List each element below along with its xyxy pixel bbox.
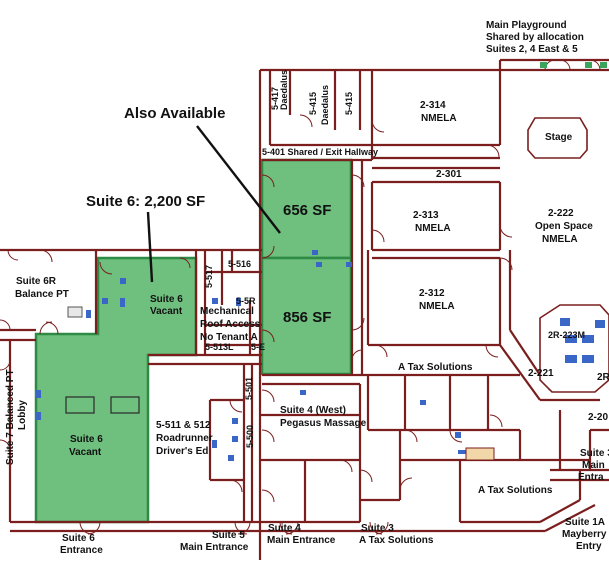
a-tax-label-1: A Tax Solutions <box>398 362 473 373</box>
mech-line2: Roof Access <box>200 319 261 330</box>
nmela-label-1: NMELA <box>421 113 457 124</box>
suite6-entrance-line2: Entrance <box>60 545 103 556</box>
daedalus-label-2: Daedalus <box>320 85 330 125</box>
main-playground-line1: Main Playground <box>486 20 567 31</box>
suite5-line1: Suite 5 <box>212 530 245 541</box>
suite4-west-line1: Suite 4 (West) <box>280 405 346 416</box>
labels: Main Playground Shared by allocation Sui… <box>5 20 609 556</box>
doors <box>0 59 601 535</box>
suite1a-line1: Suite 1A <box>565 517 605 528</box>
suite6-pointer <box>146 211 154 283</box>
room-2312-label: 2-312 <box>419 288 445 299</box>
main-playground-line2: Shared by allocation <box>486 32 584 43</box>
suite3-main-line1: Suite 3 <box>580 448 609 459</box>
suite1a-line2: Mayberry <box>562 529 607 540</box>
desk <box>65 396 95 414</box>
also-available-label: Also Available <box>124 105 225 122</box>
suite7-line1: Suite 7 Balanced PT <box>5 369 16 465</box>
sink-counter <box>67 306 83 318</box>
mech-line3: No Tenant A <box>200 332 258 343</box>
walls <box>0 58 609 560</box>
room-5sr-label: 5-5R <box>236 296 256 306</box>
area-856-block[interactable] <box>260 256 353 376</box>
suite3-main-line2: Main <box>582 460 605 471</box>
suite6-vacant-top-line1: Suite 6 <box>150 294 183 305</box>
room-2222-label: 2-222 <box>548 208 574 219</box>
suite3-main-line3: Entra <box>578 472 604 483</box>
room-5417-label: 5-417 <box>270 87 280 110</box>
desk <box>110 396 140 414</box>
also-available-pointer <box>196 125 281 234</box>
suite5-line2: Main Entrance <box>180 542 249 553</box>
nmela-label-3: NMELA <box>542 234 578 245</box>
room-2r223m-label: 2R-223M <box>548 330 585 340</box>
room-5415b-label: 5-415 <box>344 92 354 115</box>
room-5511-line2: Roadrunner <box>156 433 213 444</box>
room-5511-line1: 5-511 & 512 <box>156 420 211 431</box>
room-5501-label: 5-501 <box>244 377 254 400</box>
area-656-label: 656 SF <box>283 202 331 219</box>
main-playground-line3: Suites 2, 4 East & 5 <box>486 44 578 55</box>
area-856-label: 856 SF <box>283 309 331 326</box>
suite6-callout-label: Suite 6: 2,200 SF <box>86 193 205 210</box>
room-5517-label: 5-517 <box>204 265 214 288</box>
room-5511-line3: Driver's Ed <box>156 446 208 457</box>
suite4-line1: Suite 4 <box>268 523 301 534</box>
daedalus-label-1: Daedalus <box>279 70 289 110</box>
nmela-label-2: NMELA <box>415 223 451 234</box>
suite6r-label: Suite 6R <box>16 276 57 287</box>
stage-label: Stage <box>545 132 573 143</box>
suite6-entrance-line1: Suite 6 <box>62 533 95 544</box>
entrance-markers <box>540 62 607 68</box>
suite3-line1: Suite 3 <box>361 523 394 534</box>
room-2301-label: 2-301 <box>436 169 462 180</box>
room-2314-label: 2-314 <box>420 100 446 111</box>
room-5513l-label: 5-513L <box>205 342 234 352</box>
suite4-west-line2: Pegasus Massage <box>280 418 367 429</box>
room-220-label: 2-20 <box>588 412 608 423</box>
fixtures <box>36 250 466 461</box>
suite6-vacant-main-line2: Vacant <box>69 447 102 458</box>
room-5401-label: 5-401 Shared / Exit Hallway <box>262 147 378 157</box>
suite6-vacant-top-line2: Vacant <box>150 306 183 317</box>
suite6-vacant-main-line1: Suite 6 <box>70 434 103 445</box>
a-tax-label-2: A Tax Solutions <box>478 485 553 496</box>
suite1a-line3: Entry <box>576 541 602 552</box>
balance-pt-label: Balance PT <box>15 289 69 300</box>
room-5e-label: 5-E <box>251 342 265 352</box>
room-5516-label: 5-516 <box>228 259 251 269</box>
room-2313-label: 2-313 <box>413 210 439 221</box>
suite7-line2: Lobby <box>17 400 28 430</box>
open-space-label: Open Space <box>535 221 593 232</box>
room-5500-label: 5-500 <box>245 425 255 448</box>
room-5415-label: 5-415 <box>308 92 318 115</box>
nmela-label-4: NMELA <box>419 301 455 312</box>
suite3-line2: A Tax Solutions <box>359 535 434 546</box>
room-2r-label: 2R <box>597 372 609 383</box>
mech-line1: Mechanical <box>200 306 254 317</box>
conference-room-2r223m <box>539 304 609 393</box>
room-2221-label: 2-221 <box>528 368 554 379</box>
sink-counter <box>465 447 495 461</box>
suite4-line2: Main Entrance <box>267 535 336 546</box>
stage-shape <box>527 117 588 159</box>
